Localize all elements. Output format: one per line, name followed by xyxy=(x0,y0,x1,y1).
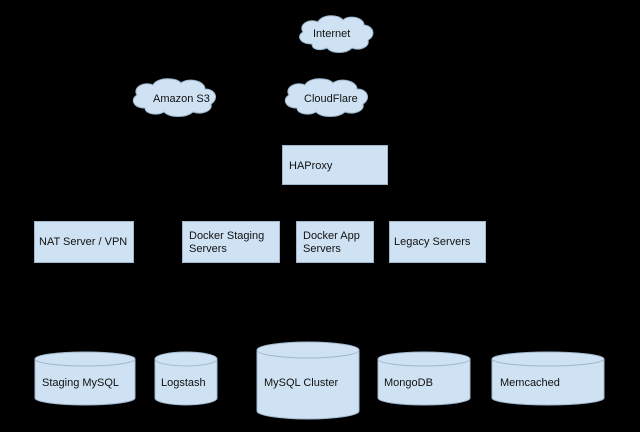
memcached-database xyxy=(491,351,605,406)
nat-vpn-label: NAT Server / VPN xyxy=(39,236,128,248)
mysql-cluster-database xyxy=(256,341,360,420)
mysql-cluster-label: MySQL Cluster xyxy=(264,377,339,389)
staging-mysql-database xyxy=(34,351,136,406)
mongodb-label: MongoDB xyxy=(384,377,433,389)
docker-app-label-line2: Servers xyxy=(303,243,341,255)
docker-staging-label-line1: Docker Staging xyxy=(189,230,265,242)
haproxy-box: HAProxy xyxy=(282,145,388,185)
nat-vpn-box: NAT Server / VPN xyxy=(34,221,134,263)
amazon-s3-label: Amazon S3 xyxy=(153,93,210,105)
legacy-servers-label: Legacy Servers xyxy=(394,236,471,248)
haproxy-label: HAProxy xyxy=(289,160,333,172)
amazon-s3-cloud xyxy=(132,78,217,117)
cloudflare-cloud xyxy=(284,78,369,117)
logstash-label: Logstash xyxy=(161,377,206,389)
internet-label: Internet xyxy=(313,28,351,40)
legacy-servers-box: Legacy Servers xyxy=(389,221,486,263)
docker-staging-label-line2: Servers xyxy=(189,243,227,255)
docker-app-box: Docker App Servers xyxy=(296,221,374,263)
logstash-database xyxy=(154,351,218,406)
memcached-label: Memcached xyxy=(500,377,560,389)
docker-staging-box: Docker Staging Servers xyxy=(182,221,280,263)
mongodb-database xyxy=(377,351,471,406)
docker-app-label-line1: Docker App xyxy=(303,230,360,242)
staging-mysql-label: Staging MySQL xyxy=(42,377,120,389)
internet-cloud xyxy=(299,15,374,53)
cloudflare-label: CloudFlare xyxy=(304,93,358,105)
